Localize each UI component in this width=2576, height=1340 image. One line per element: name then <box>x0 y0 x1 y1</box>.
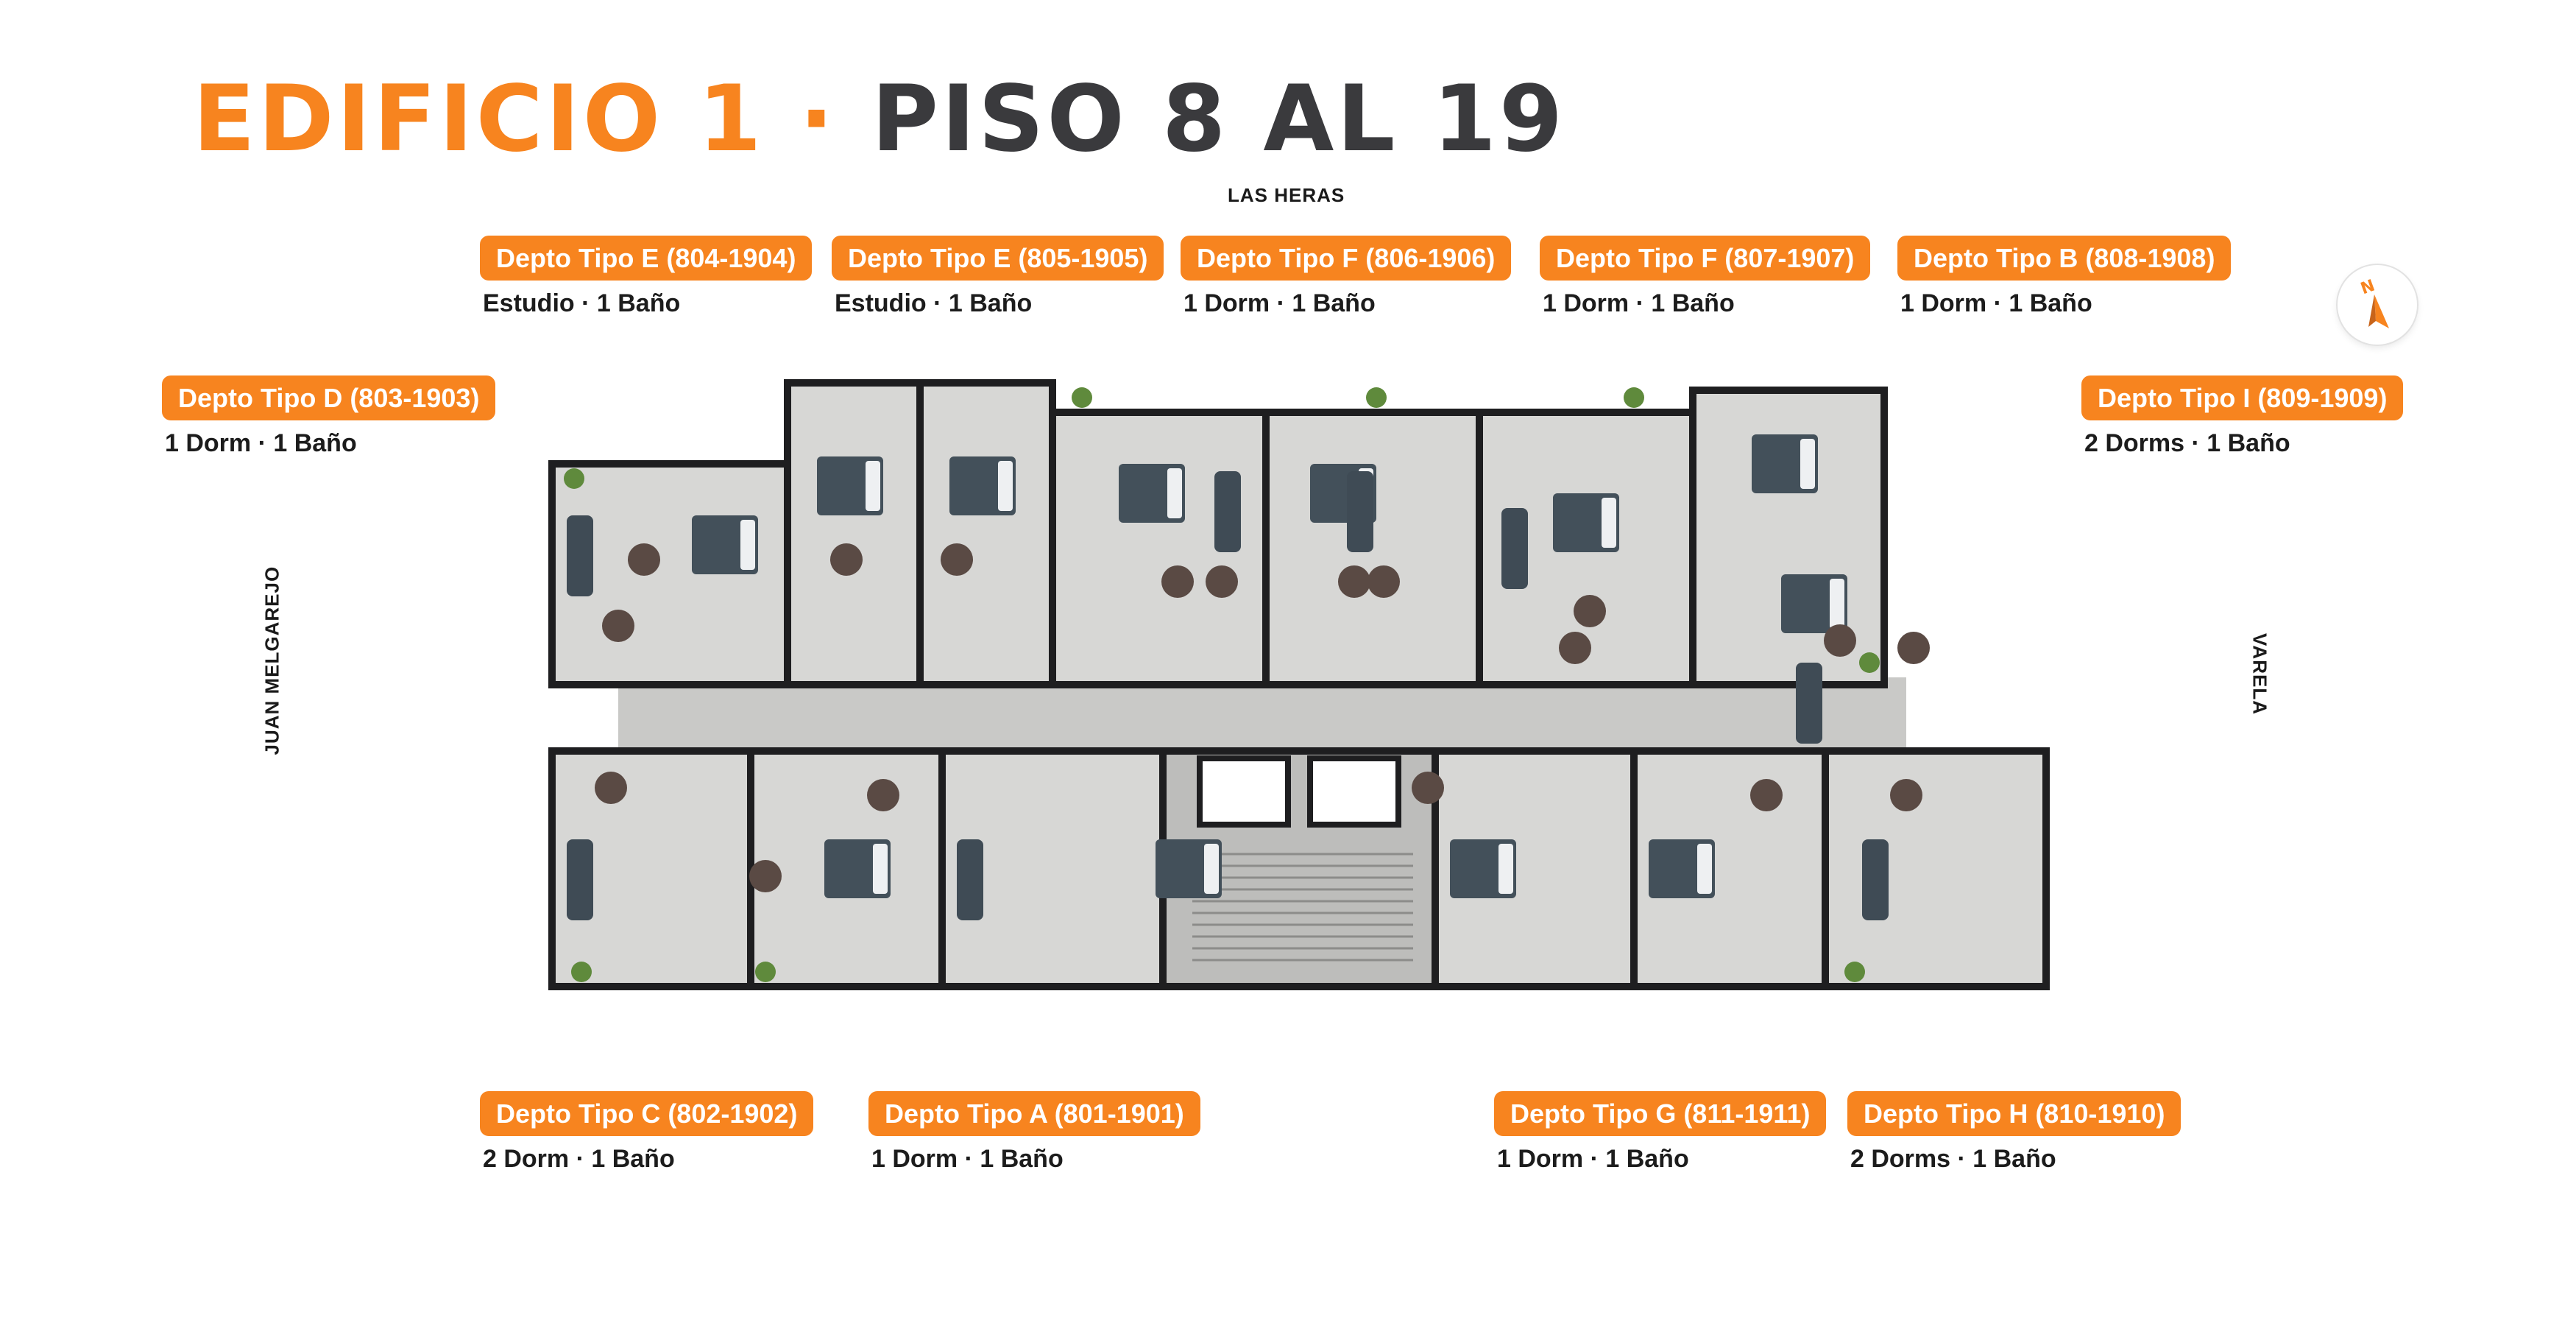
unit-type-801[interactable]: Depto Tipo A (801-1901) <box>868 1091 1200 1136</box>
table-0 <box>628 543 660 576</box>
floor-plan-drawing <box>548 379 2050 990</box>
page-title: EDIFICIO 1 · PISO 8 AL 19 <box>193 74 1565 165</box>
plant-7 <box>1844 962 1865 982</box>
unit-type-809[interactable]: Depto Tipo I (809-1909) <box>2081 375 2404 420</box>
street-label-right: VARELA <box>2248 633 2271 715</box>
plant-5 <box>571 962 592 982</box>
sofa-2 <box>1347 471 1373 552</box>
unit-details-809: 2 Dorms · 1 Baño <box>2084 429 2290 457</box>
pillow-3 <box>1167 468 1182 518</box>
unit-type-807[interactable]: Depto Tipo F (807-1907) <box>1540 236 1871 281</box>
sofa-5 <box>957 839 983 920</box>
table-6 <box>1338 565 1370 598</box>
unit-details-811: 1 Dorm · 1 Baño <box>1497 1145 1689 1173</box>
sofa-3 <box>1501 508 1528 589</box>
table-7 <box>1367 565 1400 598</box>
table-11 <box>1897 632 1930 664</box>
pillow-9 <box>1498 844 1513 894</box>
sofa-6 <box>1862 839 1889 920</box>
plant-6 <box>755 962 776 982</box>
unit-outline-top-2 <box>916 379 1056 688</box>
pillow-8 <box>873 844 888 894</box>
table-10 <box>1824 624 1856 657</box>
plant-4 <box>1859 652 1880 673</box>
unit-label-805[interactable]: Depto Tipo E (805-1905) Estudio · 1 Baño <box>832 236 1164 318</box>
compass-north-icon: N <box>2338 265 2417 345</box>
unit-label-801[interactable]: Depto Tipo A (801-1901) 1 Dorm · 1 Baño <box>868 1091 1200 1174</box>
pillow-1 <box>866 461 880 511</box>
plant-1 <box>1072 387 1092 408</box>
unit-type-805[interactable]: Depto Tipo E (805-1905) <box>832 236 1164 281</box>
unit-label-806[interactable]: Depto Tipo F (806-1906) 1 Dorm · 1 Baño <box>1181 236 1512 318</box>
table-17 <box>1890 779 1922 811</box>
plant-0 <box>564 468 584 489</box>
title-separator: · <box>799 66 837 172</box>
unit-label-810[interactable]: Depto Tipo H (810-1910) 2 Dorms · 1 Baño <box>1847 1091 2182 1174</box>
unit-details-806: 1 Dorm · 1 Baño <box>1183 289 1376 317</box>
table-1 <box>602 610 634 642</box>
street-label-top: LAS HERAS <box>1228 184 1345 206</box>
sofa-7 <box>1796 663 1822 744</box>
floor-plan <box>471 368 2120 1031</box>
unit-outline-bottom-2 <box>938 747 1167 990</box>
unit-details-805: Estudio · 1 Baño <box>835 289 1033 317</box>
unit-details-803: 1 Dorm · 1 Baño <box>165 429 357 457</box>
plant-3 <box>1624 387 1644 408</box>
unit-outline-bottom-1 <box>747 747 946 990</box>
sofa-1 <box>1214 471 1241 552</box>
unit-label-809[interactable]: Depto Tipo I (809-1909) 2 Dorms · 1 Baño <box>2081 375 2404 458</box>
unit-outline-top-1 <box>784 379 924 688</box>
unit-type-810[interactable]: Depto Tipo H (810-1910) <box>1847 1091 2182 1136</box>
elevator-2 <box>1307 755 1401 828</box>
table-16 <box>1750 779 1783 811</box>
unit-label-807[interactable]: Depto Tipo F (807-1907) 1 Dorm · 1 Baño <box>1540 236 1871 318</box>
unit-type-811[interactable]: Depto Tipo G (811-1911) <box>1494 1091 1827 1136</box>
unit-type-804[interactable]: Depto Tipo E (804-1904) <box>480 236 813 281</box>
pillow-5 <box>1602 498 1616 548</box>
title-floors: PISO 8 AL 19 <box>871 66 1566 172</box>
elevator-1 <box>1197 755 1291 828</box>
plant-2 <box>1366 387 1387 408</box>
table-12 <box>595 772 627 804</box>
unit-details-807: 1 Dorm · 1 Baño <box>1543 289 1735 317</box>
pillow-11 <box>1204 844 1219 894</box>
unit-type-803[interactable]: Depto Tipo D (803-1903) <box>162 375 496 420</box>
corridor <box>618 677 1906 751</box>
unit-type-802[interactable]: Depto Tipo C (802-1902) <box>480 1091 814 1136</box>
title-building: EDIFICIO 1 <box>193 66 765 172</box>
table-4 <box>1161 565 1194 598</box>
unit-details-808: 1 Dorm · 1 Baño <box>1900 289 2092 317</box>
street-label-left: JUAN MELGAREJO <box>261 565 283 755</box>
table-15 <box>1412 772 1444 804</box>
unit-type-806[interactable]: Depto Tipo F (806-1906) <box>1181 236 1512 281</box>
pillow-7 <box>1830 579 1844 629</box>
unit-label-811[interactable]: Depto Tipo G (811-1911) 1 Dorm · 1 Baño <box>1494 1091 1827 1174</box>
unit-details-801: 1 Dorm · 1 Baño <box>871 1145 1064 1173</box>
pillow-2 <box>998 461 1013 511</box>
table-13 <box>749 860 782 892</box>
unit-label-808[interactable]: Depto Tipo B (808-1908) 1 Dorm · 1 Baño <box>1897 236 2232 318</box>
table-14 <box>867 779 899 811</box>
unit-label-803[interactable]: Depto Tipo D (803-1903) 1 Dorm · 1 Baño <box>162 375 496 458</box>
unit-label-804[interactable]: Depto Tipo E (804-1904) Estudio · 1 Baño <box>480 236 813 318</box>
unit-details-810: 2 Dorms · 1 Baño <box>1850 1145 2056 1173</box>
sofa-4 <box>567 839 593 920</box>
table-3 <box>941 543 973 576</box>
sofa-0 <box>567 515 593 596</box>
pillow-0 <box>740 520 755 570</box>
unit-type-808[interactable]: Depto Tipo B (808-1908) <box>1897 236 2232 281</box>
unit-details-802: 2 Dorm · 1 Baño <box>483 1145 675 1173</box>
table-2 <box>830 543 863 576</box>
pillow-6 <box>1800 439 1815 489</box>
table-9 <box>1559 632 1591 664</box>
table-5 <box>1206 565 1238 598</box>
unit-label-802[interactable]: Depto Tipo C (802-1902) 2 Dorm · 1 Baño <box>480 1091 814 1174</box>
unit-details-804: Estudio · 1 Baño <box>483 289 681 317</box>
table-8 <box>1574 595 1606 627</box>
unit-outline-bottom-5 <box>1822 747 2050 990</box>
pillow-10 <box>1697 844 1712 894</box>
